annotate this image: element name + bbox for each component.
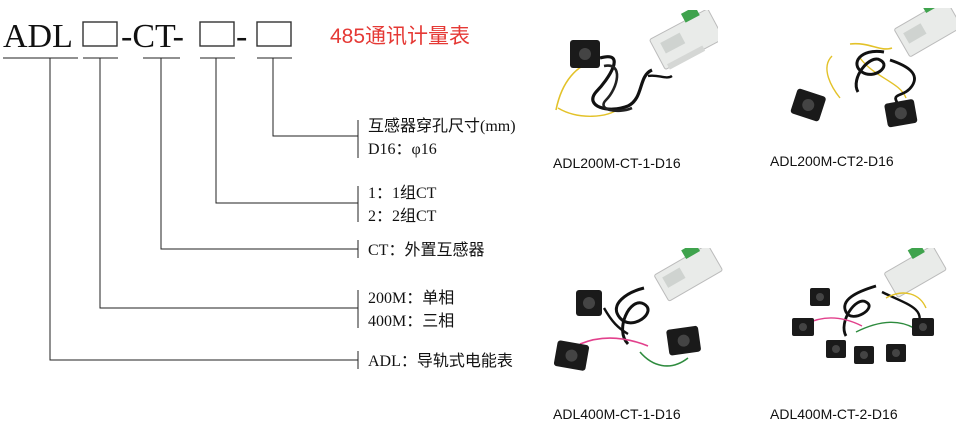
- product-image-1: [548, 10, 718, 140]
- code-prefix: ADL: [3, 18, 73, 55]
- product-image-3: [548, 248, 726, 388]
- desc-hole-size-2: D16：φ16: [368, 141, 437, 158]
- product-image-2: [780, 8, 956, 136]
- desc-ct-count-2: 2：2组CT: [368, 207, 437, 225]
- product-image-4: [786, 248, 954, 378]
- code-box-phase: [82, 21, 118, 47]
- product-caption-4: ADL400M-CT-2-D16: [770, 406, 898, 422]
- code-box-ct-count: [199, 21, 235, 47]
- desc-ct-count-1: 1：1组CT: [368, 184, 437, 202]
- desc-phase-1: 200M：单相: [368, 289, 454, 307]
- desc-hole-size-1: 互感器穿孔尺寸(mm): [368, 117, 516, 135]
- product-caption-3: ADL400M-CT-1-D16: [553, 406, 681, 422]
- model-title: 485通讯计量表: [330, 25, 471, 48]
- code-middle: -CT-: [121, 18, 184, 55]
- product-caption-1: ADL200M-CT-1-D16: [553, 155, 681, 171]
- code-dash: -: [236, 18, 247, 55]
- desc-phase-2: 400M：三相: [368, 312, 454, 330]
- desc-series: ADL：导轨式电能表: [368, 352, 513, 370]
- code-box-hole-size: [256, 21, 292, 47]
- leader-lines: [49, 58, 358, 361]
- desc-ct-type: CT：外置互感器: [368, 241, 484, 259]
- product-caption-2: ADL200M-CT2-D16: [770, 153, 894, 169]
